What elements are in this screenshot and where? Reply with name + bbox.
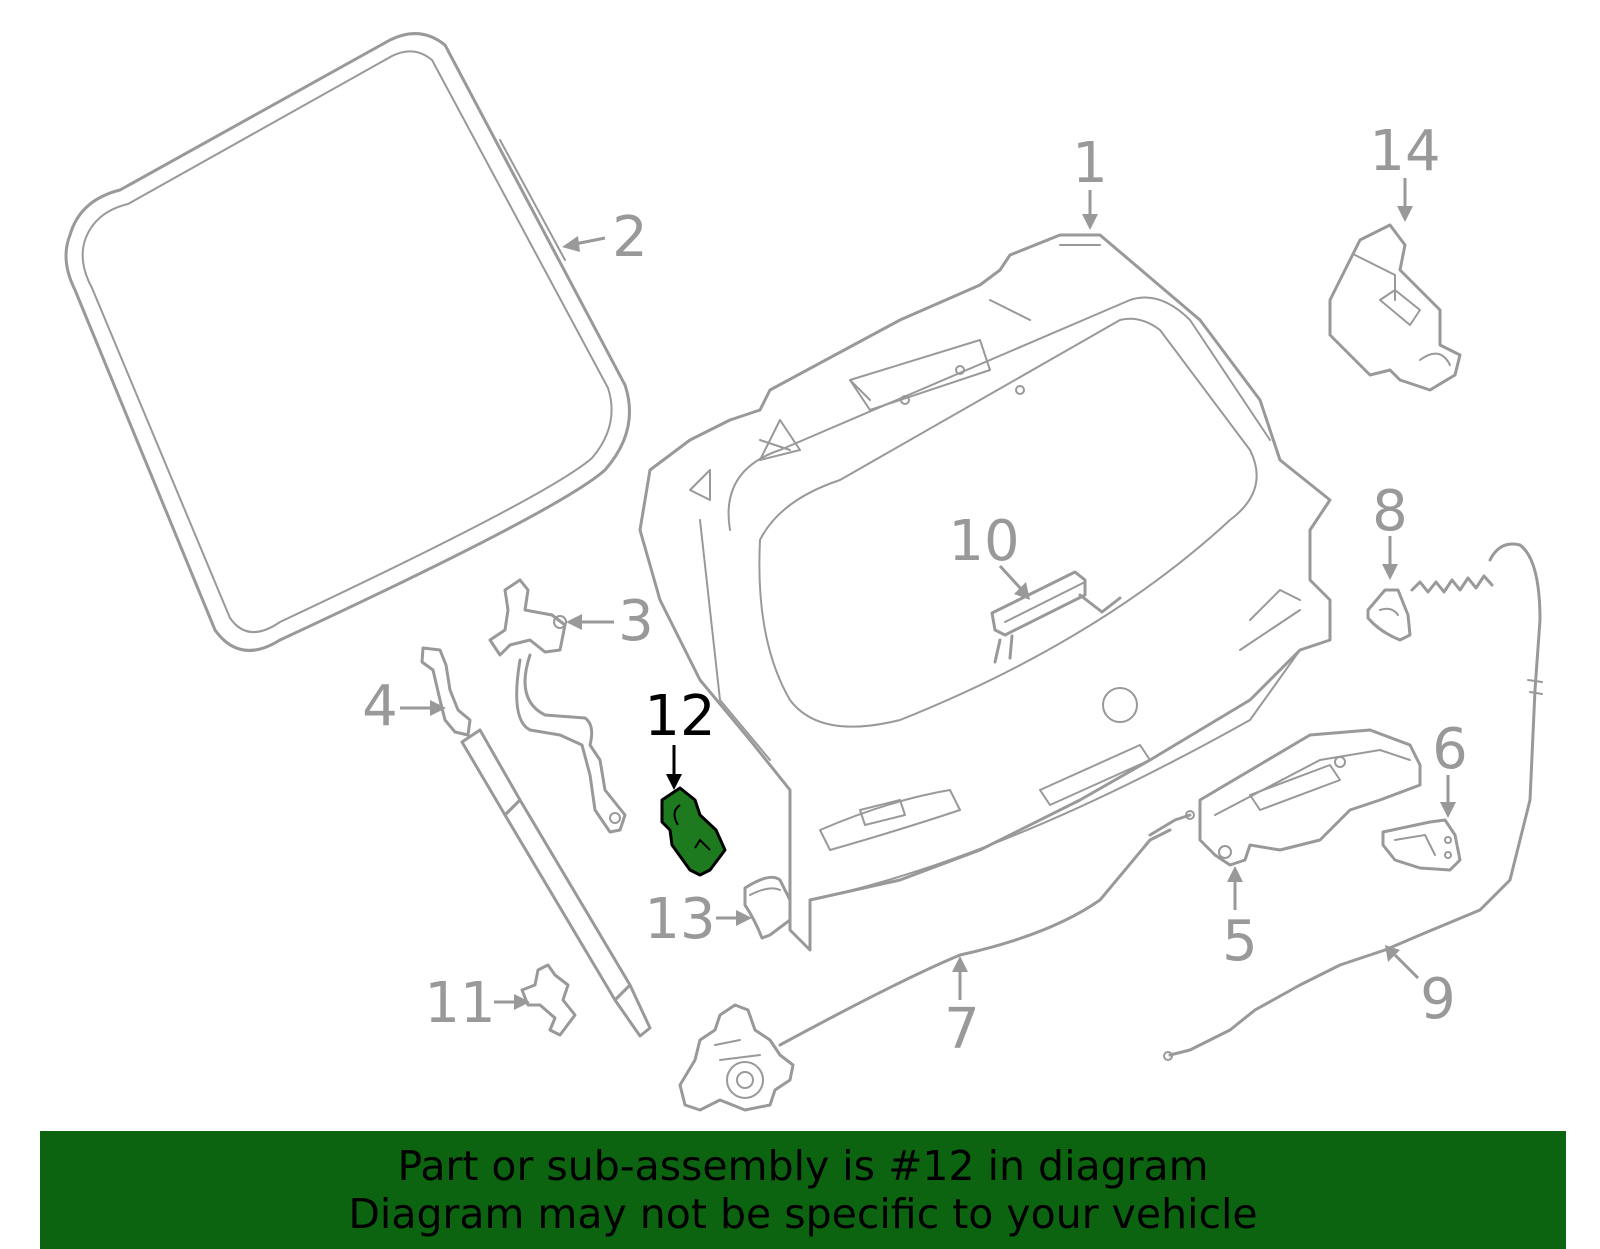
callout-label-10: 10 (948, 509, 1019, 574)
callout-6: 6 (1432, 717, 1468, 818)
part-8-switch (1366, 574, 1494, 642)
part-9-cable (1163, 542, 1543, 1061)
callout-label-9: 9 (1420, 967, 1456, 1032)
part-4-strut (420, 646, 652, 1038)
part-1-liftgate (638, 233, 1332, 952)
banner-line-2: Diagram may not be specific to your vehi… (348, 1190, 1258, 1238)
part-10-handle (990, 570, 1122, 664)
callout-10: 10 (948, 509, 1030, 600)
callout-8: 8 (1372, 479, 1408, 580)
part-13-cap (743, 875, 792, 940)
disclaimer-banner: Part or sub-assembly is #12 in diagram D… (40, 1131, 1566, 1249)
callout-label-5: 5 (1222, 909, 1258, 974)
callout-5: 5 (1222, 866, 1258, 974)
part-3-hinge (488, 578, 627, 834)
callout-label-12: 12 (644, 684, 715, 749)
callout-9: 9 (1385, 945, 1456, 1032)
callout-label-7: 7 (944, 997, 980, 1062)
part-6-bracket (1381, 818, 1462, 872)
callout-label-1: 1 (1072, 131, 1108, 196)
callout-label-8: 8 (1372, 479, 1408, 544)
parts-diagram: 1 2 3 4 5 6 7 8 9 10 (64, 32, 1543, 1112)
callout-11: 11 (424, 971, 530, 1036)
callout-label-2: 2 (612, 205, 648, 270)
part-11-bracket (520, 963, 577, 1037)
part-2-rear-window (64, 32, 631, 652)
part-12-highlighted (660, 786, 727, 877)
part-7-latch (678, 810, 1195, 1112)
callout-13: 13 (644, 887, 752, 952)
part-14-camera (1328, 223, 1462, 392)
callout-7: 7 (944, 956, 980, 1062)
part-5-latch (1198, 728, 1422, 867)
callout-4: 4 (362, 674, 446, 739)
callout-label-6: 6 (1432, 717, 1468, 782)
callout-label-13: 13 (644, 887, 715, 952)
callout-label-4: 4 (362, 674, 398, 739)
callout-label-11: 11 (424, 971, 495, 1036)
callout-14: 14 (1369, 119, 1441, 222)
banner-line-1: Part or sub-assembly is #12 in diagram (397, 1142, 1209, 1190)
callout-3: 3 (566, 589, 654, 654)
callout-12: 12 (644, 684, 716, 790)
callout-label-14: 14 (1369, 119, 1440, 184)
callout-2: 2 (562, 205, 648, 270)
callout-label-3: 3 (618, 589, 654, 654)
callout-1: 1 (1072, 131, 1108, 230)
